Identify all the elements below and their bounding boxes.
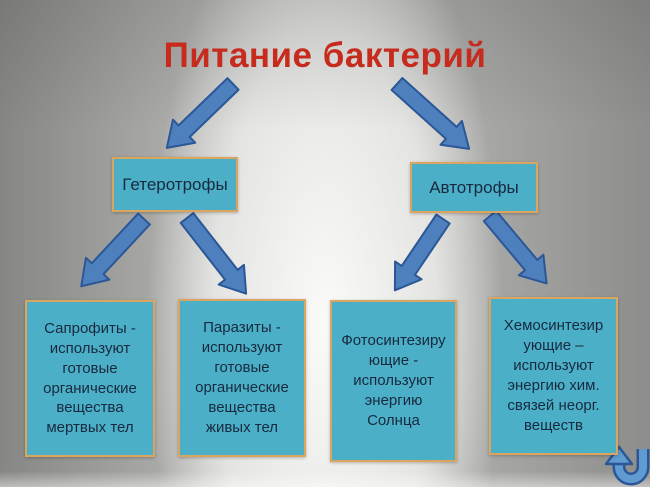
box-heterotrophs-label: Гетеротрофы	[122, 174, 228, 194]
arrow-title-to-autotrophs-icon	[390, 77, 471, 150]
box-heterotrophs: Гетеротрофы	[112, 157, 238, 212]
box-saprophytes-text: Сапрофиты - используют готовые органичес…	[43, 319, 137, 437]
box-photosynthetic: Фотосинтезиру ющие - используют энергию …	[330, 300, 457, 462]
box-autotrophs: Автотрофы	[410, 162, 538, 213]
box-parasites: Паразиты - используют готовые органическ…	[178, 299, 306, 457]
u-turn-arrow-icon	[604, 445, 650, 486]
arrow-title-to-heterotrophs-icon	[165, 77, 240, 149]
box-parasites-text: Паразиты - используют готовые органическ…	[195, 319, 289, 436]
slide-title: Питание бактерий	[163, 36, 487, 75]
box-chemosynthetic: Хемосинтезир ующие – используют энергию …	[489, 297, 618, 455]
arrow-autotrophs-to-chemosynthetic-icon	[482, 209, 548, 285]
arrow-heterotrophs-to-saprophytes-icon	[80, 212, 151, 288]
box-photosynthetic-text: Фотосинтезиру ющие - используют энергию …	[341, 332, 446, 429]
box-chemosynthetic-text: Хемосинтезир ующие – используют энергию …	[503, 317, 604, 434]
arrow-autotrophs-to-photosynthetic-icon	[393, 213, 451, 292]
arrow-heterotrophs-to-parasites-icon	[179, 212, 248, 295]
box-saprophytes: Сапрофиты - используют готовые органичес…	[25, 300, 155, 457]
box-autotrophs-label: Автотрофы	[429, 177, 519, 197]
